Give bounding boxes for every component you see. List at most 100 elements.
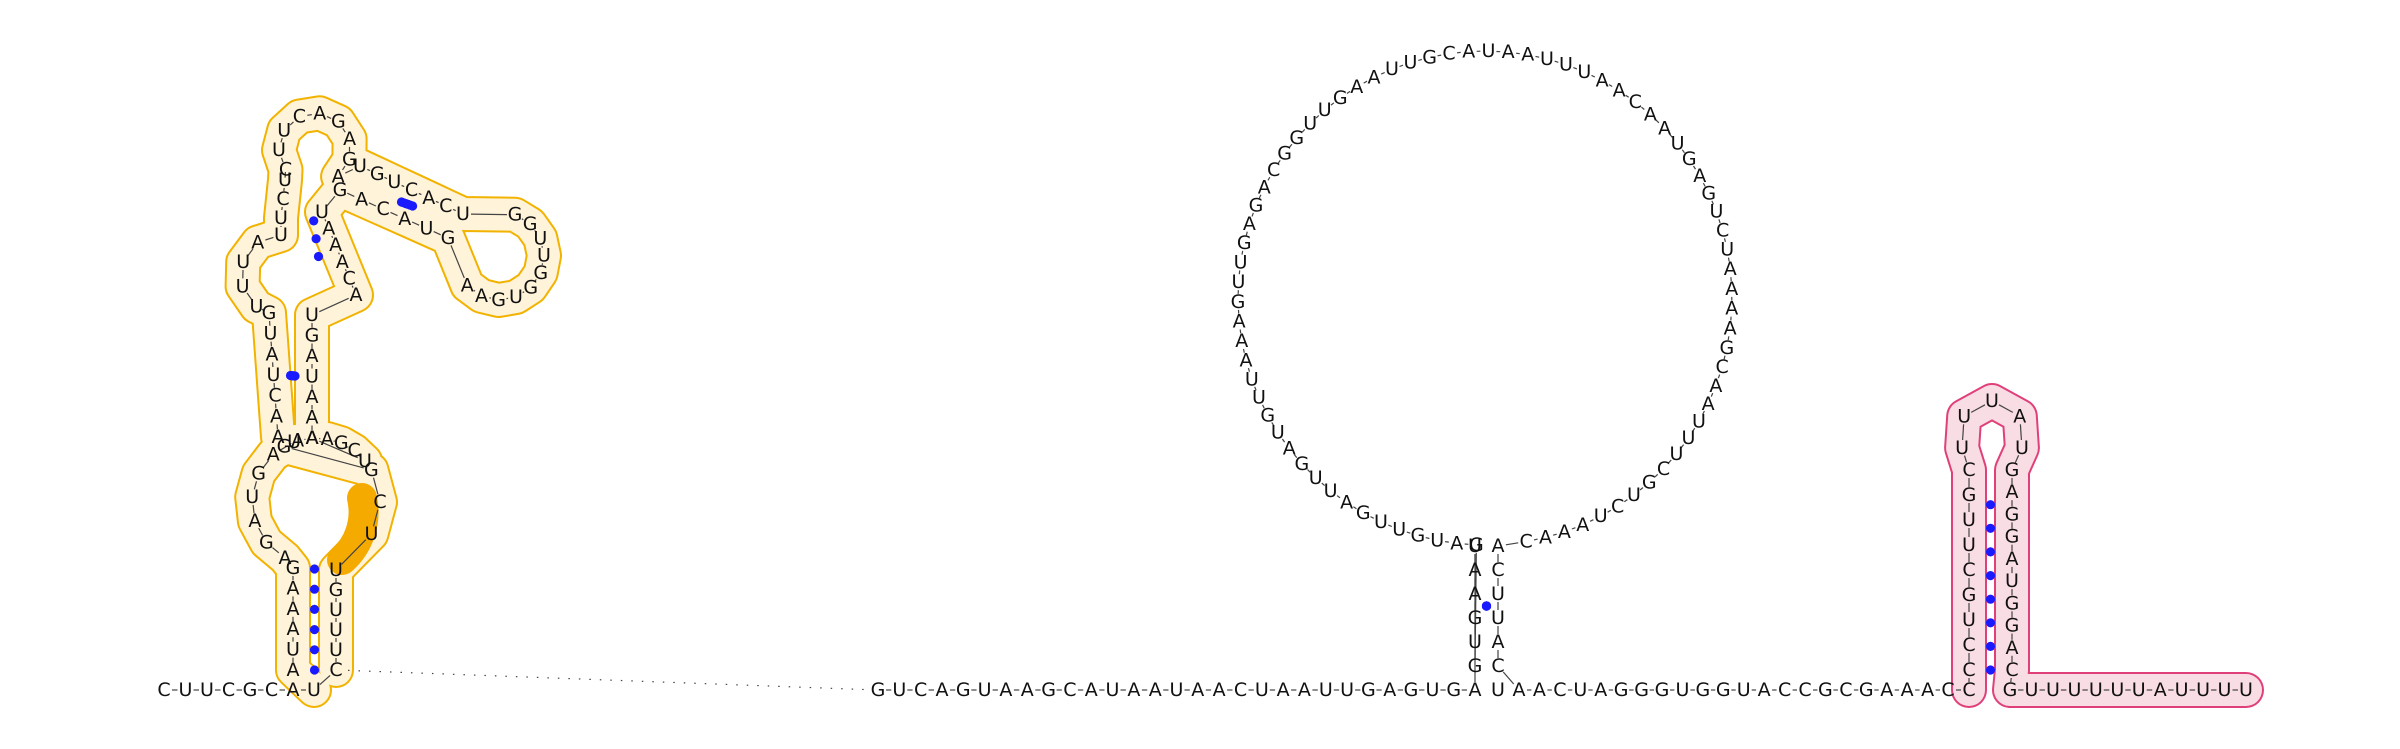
- domain3-backbone-link: [1315, 115, 1320, 119]
- domain3-backbone-link: [1239, 329, 1242, 334]
- domain3-nucleotide: A: [1235, 330, 1248, 352]
- domain1-nucleotide: G: [364, 459, 379, 481]
- backbone-nucleotide: U: [1425, 679, 1439, 701]
- domain1-nucleotide: A: [287, 618, 300, 640]
- domain2-stem-basepair-dot: [1985, 641, 1996, 652]
- domain3-backbone-link: [1399, 64, 1404, 68]
- domain2-nucleotide: G: [2005, 615, 2020, 637]
- domain2-nucleotide: C: [1962, 634, 1975, 656]
- domain3-nucleotide: G: [1295, 453, 1310, 475]
- domain3-backbone-link: [1727, 257, 1730, 262]
- domain3-backbone-link: [1363, 80, 1368, 84]
- domain3-nucleotide: U: [1318, 99, 1332, 121]
- domain1-backbone-link: [345, 168, 354, 174]
- backbone-nucleotide: U: [1106, 679, 1120, 701]
- domain3-backbone-link: [1718, 219, 1721, 224]
- domain3-nucleotide: A: [1693, 165, 1706, 187]
- domain2-stem-basepair-dot: [1985, 547, 1996, 557]
- domain3-nucleotide: A: [1724, 317, 1737, 339]
- backbone-nucleotide: U: [978, 679, 992, 701]
- domain3-nucleotide: C: [1611, 495, 1624, 517]
- domain1-nucleotide: A: [306, 427, 319, 449]
- domain1-nucleotide: A: [287, 598, 300, 620]
- domain1-nucleotide: A: [336, 251, 349, 273]
- domain3-backbone-link: [1346, 90, 1351, 94]
- domain2-stem-basepair-dot: [1985, 618, 1996, 628]
- domain2-stem-basepair-dot: [1985, 523, 1996, 533]
- backbone-nucleotide: U: [2196, 679, 2210, 701]
- backbone-nucleotide: G: [1634, 679, 1649, 701]
- domain3-backbone-link: [1702, 182, 1706, 187]
- domain2-backbone-link: [2019, 424, 2022, 441]
- domain2-nucleotide: G: [2005, 592, 2020, 614]
- backbone-nucleotide: U: [1675, 679, 1689, 701]
- domain2-nucleotide: U: [1955, 437, 1969, 459]
- domain3-nucleotide: U: [1720, 239, 1734, 261]
- domain1-nucleotide: A: [343, 128, 356, 150]
- domain3-nucleotide: A: [1243, 213, 1256, 235]
- backbone-nucleotide: G: [1446, 679, 1461, 701]
- domain1-backbone-link: [326, 195, 336, 207]
- domain1-nucleotide: U: [329, 639, 343, 661]
- domain2-nucleotide: U: [2005, 570, 2019, 592]
- domain3-nucleotide: G: [1720, 337, 1735, 359]
- domain-shading-layer: [224, 95, 2264, 708]
- domain1-nucleotide: G: [491, 289, 506, 311]
- domain1-nucleotide: U: [533, 227, 547, 249]
- domain1-nucleotide: U: [272, 139, 286, 161]
- backbone-nucleotide: U: [1573, 679, 1587, 701]
- domain3-nucleotide: A: [1658, 117, 1671, 139]
- domain1-nucleotide: U: [329, 559, 343, 581]
- backbone-nucleotide: A: [1921, 679, 1934, 701]
- backbone-nucleotide: G: [1655, 679, 1670, 701]
- backbone-nucleotide: U: [2132, 679, 2146, 701]
- domain1-nucleotide: A: [350, 284, 363, 306]
- domain2-nucleotide: U: [1985, 390, 1999, 412]
- domain3-nucleotide: A: [1702, 393, 1715, 415]
- domain2-stem-basepair-dot: [1985, 500, 1996, 510]
- domain1-nucleotide: A: [306, 427, 319, 449]
- domain3-nucleotide: U: [1577, 61, 1591, 83]
- domain1-stem-a-basepair-dot: [309, 645, 320, 655]
- domain1-backbone-link: [246, 292, 253, 301]
- domain3-nucleotide: U: [1252, 387, 1266, 409]
- domain3-backbone-link: [1321, 482, 1325, 487]
- domain3-nucleotide: U: [1559, 54, 1573, 76]
- domain1-nucleotide: A: [272, 426, 285, 448]
- domain1-backbone-link: [279, 445, 288, 451]
- domain1-nucleotide: G: [305, 325, 320, 347]
- domain3-nucleotide: U: [1271, 422, 1285, 444]
- domain1-nucleotide: U: [236, 275, 250, 297]
- domain1-backbone-link: [319, 297, 349, 313]
- domain1-nucleotide: A: [248, 510, 261, 532]
- domain1-backbone-link: [287, 561, 291, 565]
- domain3-backbone-link: [1277, 159, 1281, 164]
- domain1-nucleotide: U: [274, 207, 288, 229]
- domain3-backbone-link: [1607, 509, 1612, 513]
- domain1-nucleotide: A: [279, 547, 292, 569]
- domain1-backbone-link: [280, 157, 284, 163]
- domain1-nucleotide: U: [305, 366, 319, 388]
- domain3-backbone-link: [1608, 84, 1613, 88]
- domain1-nucleotide: G: [508, 204, 523, 226]
- domain3-nucleotide: C: [1491, 559, 1504, 581]
- domain1-backbone-link: [534, 230, 537, 233]
- domain3-backbone-link: [1535, 55, 1540, 58]
- backbone-nucleotide: C: [222, 679, 235, 701]
- domain3-backbone-link: [1307, 469, 1311, 473]
- domain1-nucleotide: G: [331, 111, 346, 133]
- domain1-nucleotide: A: [306, 345, 319, 367]
- domain3-nucleotide: C: [1267, 159, 1280, 181]
- domain1-nucleotide: U: [329, 619, 343, 641]
- domain3-nucleotide: A: [1725, 298, 1738, 320]
- backbone-nucleotide: U: [1491, 679, 1505, 701]
- domain1-nucleotide: A: [329, 234, 342, 256]
- domain1-backbone-link: [319, 440, 358, 459]
- domain3-nucleotide: U: [1232, 271, 1246, 293]
- backbone-nucleotide: U: [2089, 679, 2103, 701]
- domain3-nucleotide: G: [1469, 534, 1484, 556]
- domain3-nucleotide: G: [1356, 502, 1371, 524]
- domain2-nucleotide: G: [1962, 584, 1977, 606]
- domain1-nucleotide: U: [274, 224, 288, 246]
